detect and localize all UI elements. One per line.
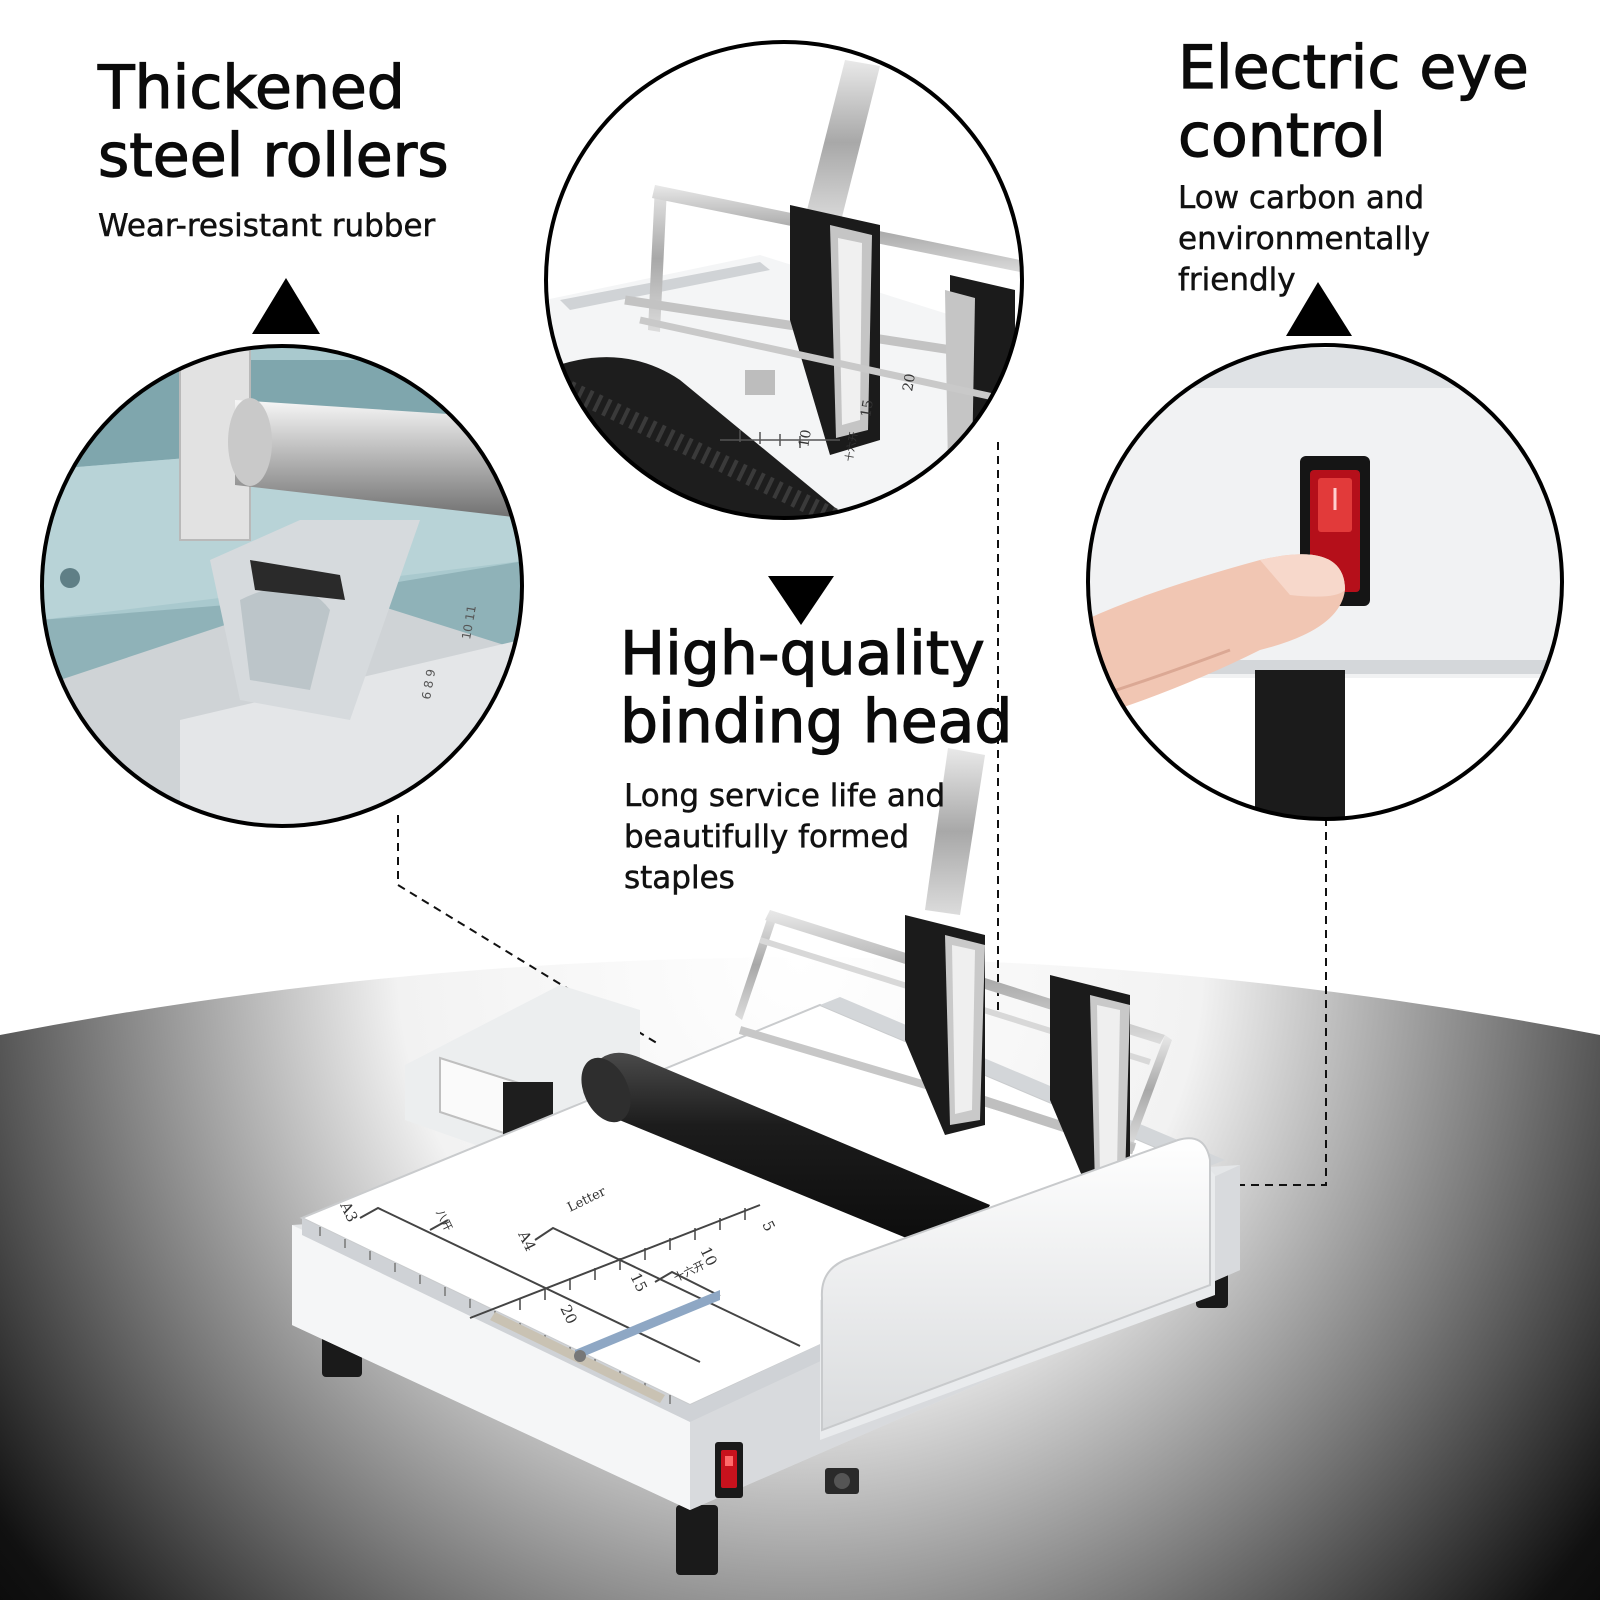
feature-subtitle: Low carbon and environmentally friendly xyxy=(1178,178,1598,301)
pointer-down-triangle xyxy=(768,576,834,625)
inset-binding-head: 10 15 20 十六开 xyxy=(544,40,1024,520)
black-roller xyxy=(588,1052,990,1260)
title-line: Thickened xyxy=(97,53,405,123)
feature-subtitle: Wear-resistant rubber xyxy=(98,206,568,247)
svg-text:6 8 9: 6 8 9 xyxy=(419,668,438,701)
inset-electric-eye xyxy=(1086,343,1564,821)
feature-title: Thickened steel rollers xyxy=(97,53,568,191)
title-line: Electric eye xyxy=(1177,33,1529,103)
title-line: steel rollers xyxy=(97,121,449,191)
svg-text:10 11: 10 11 xyxy=(459,604,479,640)
subtitle-line: friendly xyxy=(1178,262,1296,299)
stapler-machine: A3 八开 A4 Letter 5 10 15 十六开 20 xyxy=(292,748,1240,1575)
title-line: High-quality xyxy=(619,619,985,689)
pointer-up-triangle xyxy=(252,278,320,334)
callout-connectors xyxy=(397,442,1327,1186)
subtitle-line: staples xyxy=(624,860,735,897)
feature-electric-eye: Electric eye control Low carbon and envi… xyxy=(1177,33,1598,301)
title-line: binding head xyxy=(619,687,1013,757)
subtitle-line: environmentally xyxy=(1178,221,1431,258)
subtitle-line: Long service life and xyxy=(624,778,946,815)
subtitle-line: Wear-resistant rubber xyxy=(98,208,436,245)
pointer-up-triangle xyxy=(1286,282,1352,336)
right-side-panel xyxy=(820,1137,1211,1432)
title-line: control xyxy=(1177,101,1386,171)
subtitle-line: Low carbon and xyxy=(1178,180,1425,217)
inset-ruler-15: 15 xyxy=(858,398,877,418)
feature-title: Electric eye control xyxy=(1177,33,1598,171)
inset-ruler-20: 20 xyxy=(900,372,919,392)
inset-steel-rollers: 6 8 9 10 11 xyxy=(40,344,524,828)
inset-ruler-10: 10 xyxy=(796,428,815,448)
feature-binding-head: High-quality binding head Long service l… xyxy=(619,619,1040,899)
subtitle-line: beautifully formed xyxy=(624,819,910,856)
feature-title: High-quality binding head xyxy=(619,619,1040,757)
feature-subtitle: Long service life and beautifully formed… xyxy=(620,776,1040,899)
feature-steel-rollers: Thickened steel rollers Wear-resistant r… xyxy=(97,53,568,247)
